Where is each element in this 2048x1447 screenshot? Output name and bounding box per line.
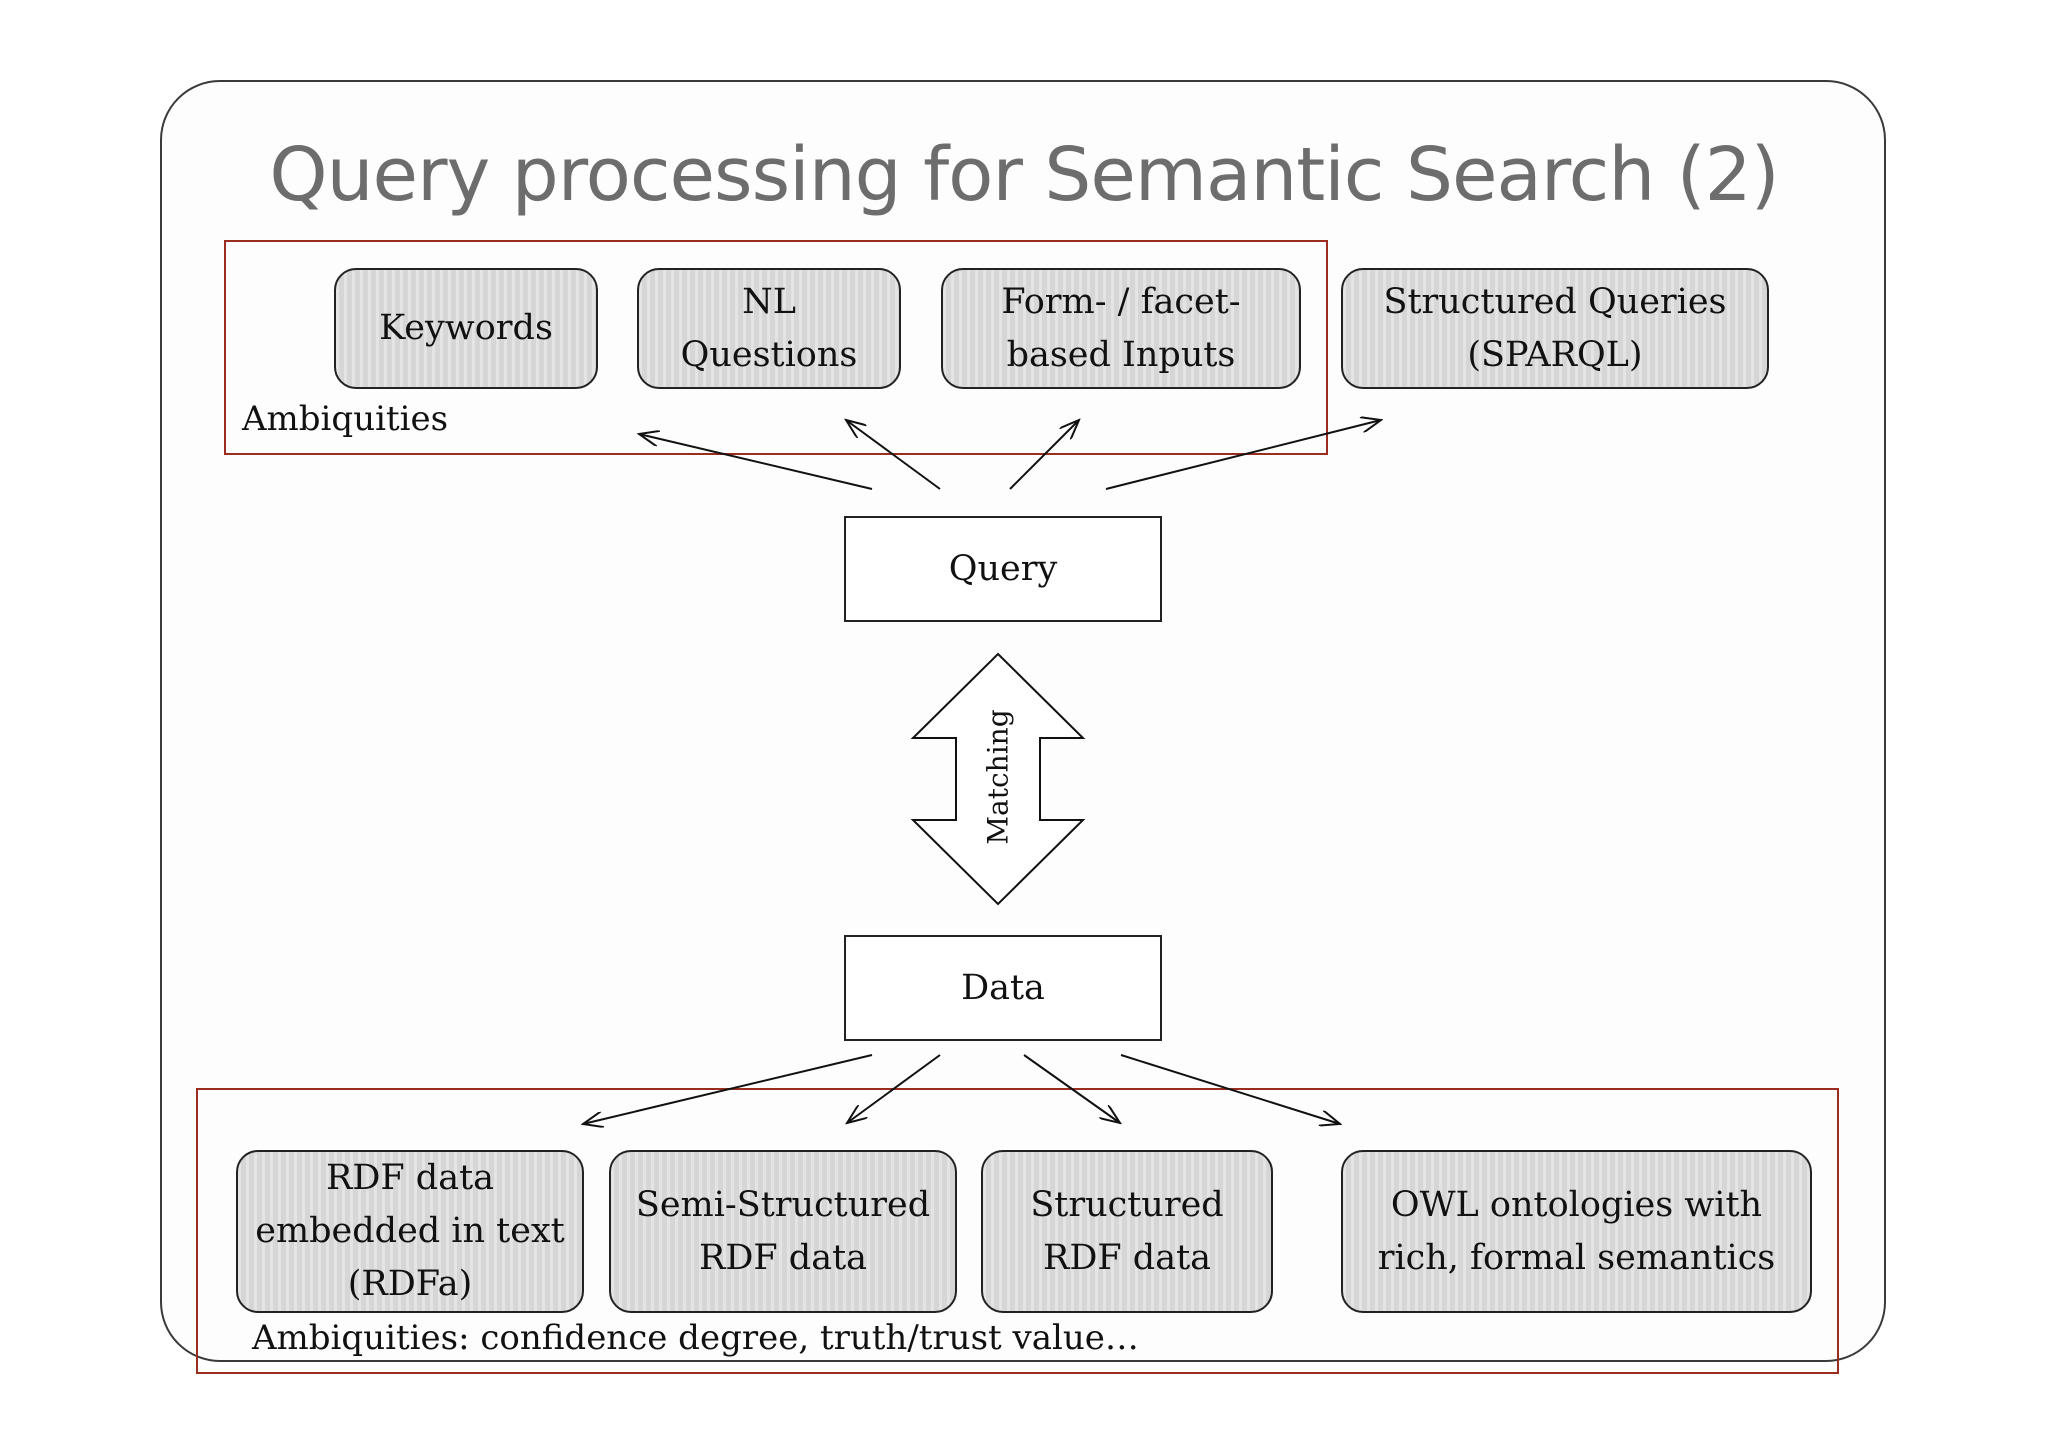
top-group-label: Ambiquities (242, 399, 449, 439)
arrow-data-to-owl (1120, 1054, 1340, 1124)
arrow-data-to-semi (847, 1054, 941, 1123)
bottom-group-label: Ambiquities: confidence degree, truth/tr… (252, 1318, 1139, 1358)
arrow-query-to-nl (846, 420, 941, 490)
query-type-form-facet: Form- / facet- based Inputs (941, 268, 1301, 389)
query-type-label: Keywords (379, 308, 553, 348)
data-type-owl: OWL ontologies with rich, formal semanti… (1341, 1150, 1812, 1313)
arrow-query-to-keywords (639, 434, 873, 490)
data-type-semi-structured: Semi-Structured RDF data (609, 1150, 957, 1313)
query-type-keywords: Keywords (334, 268, 598, 389)
page-title: Query processing for Semantic Search (2) (269, 132, 1779, 218)
arrow-data-to-rdfa (583, 1054, 873, 1124)
data-type-rdfa: RDF data embedded in text (RDFa) (236, 1150, 584, 1313)
arrow-query-to-structured (1105, 420, 1381, 490)
data-type-label: RDF data embedded in text (RDFa) (255, 1158, 565, 1304)
data-type-label: OWL ontologies with rich, formal semanti… (1377, 1184, 1776, 1278)
query-type-label: Structured Queries (SPARQL) (1383, 281, 1727, 375)
query-box-label: Query (948, 549, 1058, 589)
data-type-label: Semi-Structured RDF data (635, 1184, 931, 1278)
query-ambiguity-group (224, 240, 1328, 455)
query-type-nl-questions: NL Questions (637, 268, 901, 389)
matching-double-arrow (910, 652, 1086, 906)
data-box: Data (844, 935, 1162, 1041)
query-box: Query (844, 516, 1162, 622)
data-ambiguity-group (196, 1088, 1839, 1374)
query-type-label: NL Questions (680, 281, 858, 375)
data-box-label: Data (961, 968, 1045, 1008)
arrow-data-to-structured (1023, 1054, 1120, 1123)
query-type-structured: Structured Queries (SPARQL) (1341, 268, 1769, 389)
arrow-query-to-form (1009, 420, 1079, 490)
query-type-label: Form- / facet- based Inputs (1001, 281, 1241, 375)
matching-label: Matching (981, 709, 1015, 845)
data-type-structured: Structured RDF data (981, 1150, 1273, 1313)
data-type-label: Structured RDF data (1030, 1184, 1224, 1278)
